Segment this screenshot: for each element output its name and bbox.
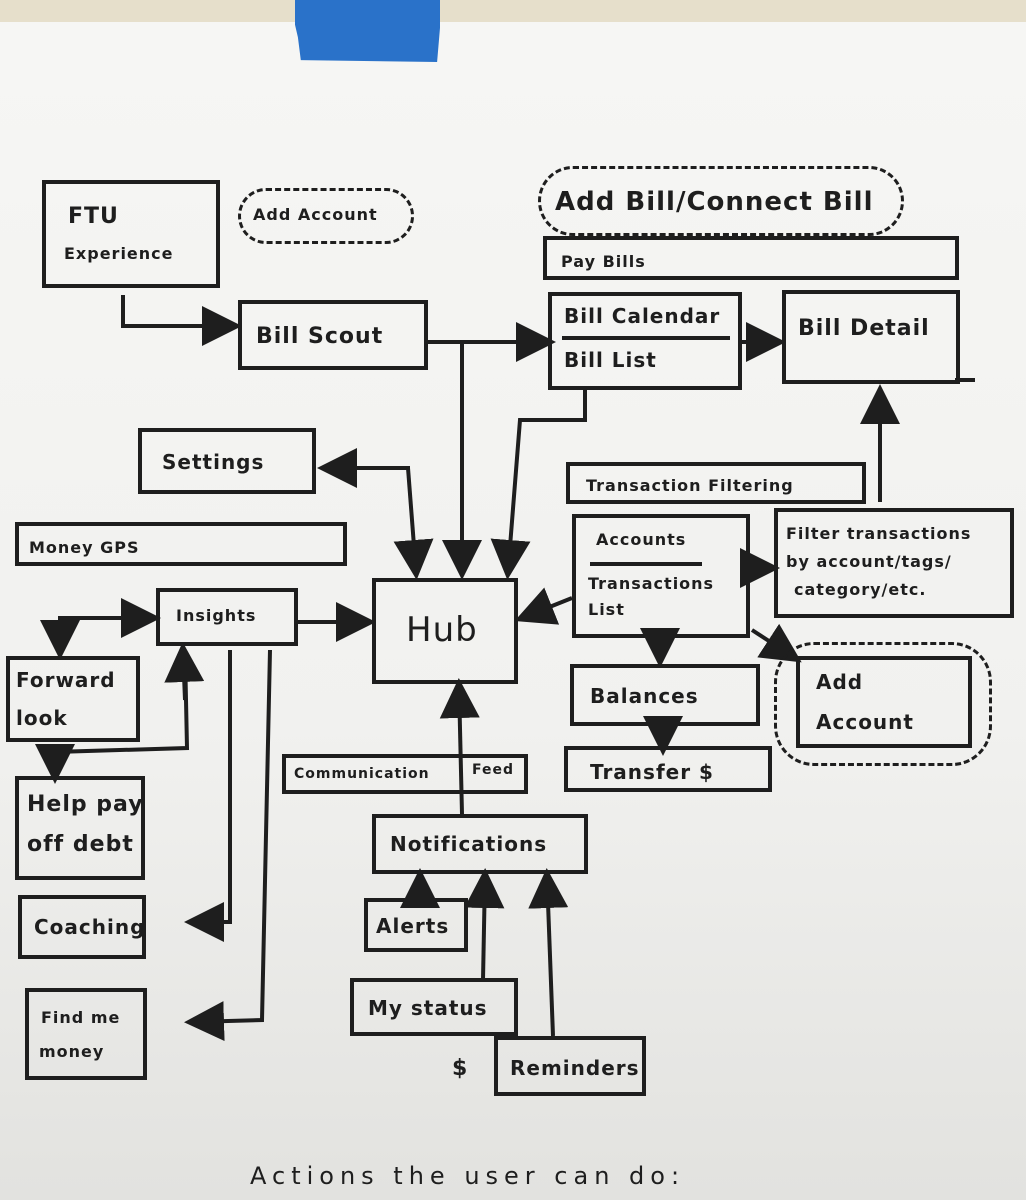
forward-look-line2: look bbox=[16, 706, 68, 730]
help-pay-debt-line1: Help pay bbox=[27, 792, 144, 817]
node-add-account-cloud: Add Account bbox=[238, 188, 414, 244]
node-pay-bills: Pay Bills bbox=[543, 236, 959, 280]
add-bill-cloud-label: Add Bill/Connect Bill bbox=[555, 187, 874, 217]
bill-scout-label: Bill Scout bbox=[256, 324, 384, 349]
node-insights: Insights bbox=[156, 588, 298, 646]
feed-label: Feed bbox=[472, 762, 515, 778]
node-balances: Balances bbox=[570, 664, 760, 726]
ftu-label-line2: Experience bbox=[64, 244, 174, 263]
help-pay-debt-line2: off debt bbox=[27, 832, 134, 857]
node-bill-detail: Bill Detail bbox=[782, 290, 960, 384]
node-add-account-cloud-outer bbox=[774, 642, 992, 766]
node-bill-scout: Bill Scout bbox=[238, 300, 428, 370]
node-communication-feed: Communication Feed bbox=[282, 754, 528, 794]
alerts-label: Alerts bbox=[376, 914, 450, 938]
my-status-label: My status bbox=[368, 996, 488, 1020]
forward-look-line1: Forward bbox=[16, 668, 116, 692]
node-coaching: Coaching bbox=[18, 895, 146, 959]
coaching-label: Coaching bbox=[34, 915, 146, 939]
node-add-bill-cloud: Add Bill/Connect Bill bbox=[538, 166, 904, 236]
edge-mystatus-notifications bbox=[464, 868, 505, 981]
money-gps-label: Money GPS bbox=[29, 538, 140, 557]
node-transaction-filtering: Transaction Filtering bbox=[566, 462, 866, 504]
edge-ftu-billscout bbox=[121, 295, 242, 346]
node-settings: Settings bbox=[138, 428, 316, 494]
node-reminders: Reminders bbox=[494, 1036, 646, 1096]
node-hub: Hub bbox=[372, 578, 518, 684]
node-help-pay-debt: Help pay off debt bbox=[15, 776, 145, 880]
bill-calendar-label: Bill Calendar bbox=[564, 304, 721, 328]
node-add-account-box: Add Account bbox=[796, 656, 972, 748]
node-find-me-money: Find me money bbox=[25, 988, 147, 1080]
node-accounts: Accounts Transactions List bbox=[572, 514, 750, 638]
filter-transactions-line2: by account/tags/ bbox=[786, 552, 952, 571]
node-bill-calendar: Bill Calendar Bill List bbox=[548, 292, 742, 390]
transaction-filtering-label: Transaction Filtering bbox=[586, 476, 794, 495]
reminders-label: Reminders bbox=[510, 1056, 640, 1080]
filter-transactions-line1: Filter transactions bbox=[786, 524, 972, 543]
bill-detail-label: Bill Detail bbox=[798, 316, 930, 341]
add-account-line2: Account bbox=[816, 710, 914, 734]
edge-notifications-hub bbox=[439, 678, 480, 815]
pay-bills-label: Pay Bills bbox=[561, 252, 646, 271]
bill-list-label: Bill List bbox=[564, 348, 657, 372]
bill-calendar-divider bbox=[562, 336, 730, 340]
transactions-list-line1: Transactions bbox=[588, 574, 715, 593]
edge-insights-forward bbox=[58, 598, 161, 645]
stray-dollar-mark: $ bbox=[452, 1056, 469, 1081]
edge-billcalendar-hub bbox=[490, 390, 587, 580]
node-my-status: My status bbox=[350, 978, 518, 1036]
transfer-label: Transfer $ bbox=[590, 760, 714, 784]
insights-label: Insights bbox=[176, 606, 257, 625]
node-filter-transactions: Filter transactions by account/tags/ cat… bbox=[774, 508, 1014, 618]
filter-transactions-line3: category/etc. bbox=[794, 580, 927, 599]
transactions-list-line2: List bbox=[588, 600, 625, 619]
balances-label: Balances bbox=[590, 684, 699, 708]
edge-insights-findmoney bbox=[184, 649, 272, 1042]
communication-label: Communication bbox=[294, 766, 430, 782]
settings-label: Settings bbox=[162, 450, 265, 474]
node-notifications: Notifications bbox=[372, 814, 588, 874]
paper-sheet bbox=[0, 22, 1026, 1200]
node-alerts: Alerts bbox=[364, 898, 468, 952]
edge-insights-coaching bbox=[184, 650, 232, 942]
notifications-label: Notifications bbox=[390, 832, 548, 856]
wall-background bbox=[0, 0, 1026, 24]
find-me-money-line2: money bbox=[39, 1042, 105, 1061]
edge-accounts-hub bbox=[514, 587, 573, 625]
blue-tape bbox=[295, 0, 440, 62]
edge-settings-hub bbox=[317, 448, 410, 488]
edge-insights-helpdebt bbox=[35, 651, 190, 784]
accounts-divider bbox=[590, 562, 702, 566]
add-account-cloud-label: Add Account bbox=[253, 205, 378, 224]
node-transfer: Transfer $ bbox=[564, 746, 772, 792]
node-money-gps: Money GPS bbox=[15, 522, 347, 566]
edge-helpdebt-insights bbox=[164, 642, 205, 701]
edge-reminders-notifications bbox=[528, 868, 569, 1037]
hub-label: Hub bbox=[406, 610, 478, 650]
node-ftu-experience: FTU Experience bbox=[42, 180, 220, 288]
accounts-label: Accounts bbox=[596, 530, 687, 549]
add-account-line1: Add bbox=[816, 670, 864, 694]
ftu-label-line1: FTU bbox=[68, 204, 119, 229]
find-me-money-line1: Find me bbox=[41, 1008, 121, 1027]
edge-hub-settings bbox=[393, 467, 434, 580]
node-forward-look: Forward look bbox=[6, 656, 140, 742]
footer-actions-title: Actions the user can do: bbox=[250, 1162, 686, 1190]
